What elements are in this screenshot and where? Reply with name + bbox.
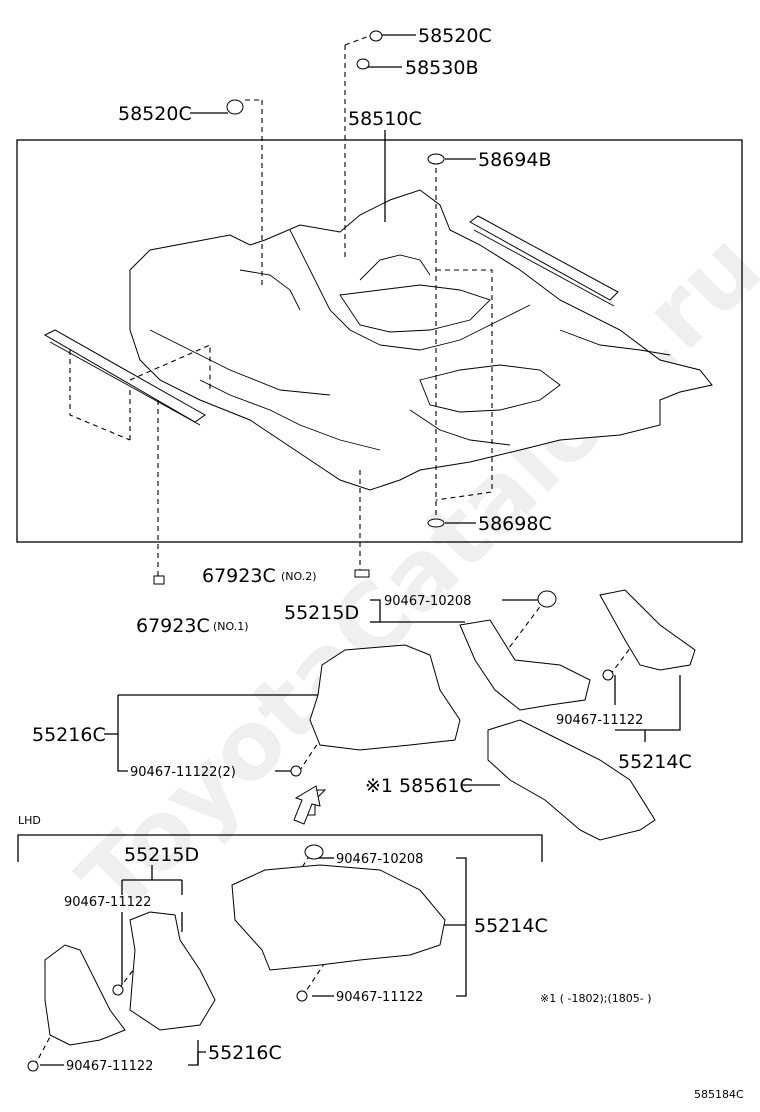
label-lhd: LHD — [18, 814, 41, 827]
label-lhd-90467-11122-c: 90467-11122 — [66, 1059, 153, 1074]
label-90467-11122-2: 90467-11122(2) — [130, 765, 236, 780]
label-67923c-no1: 67923C — [136, 615, 210, 637]
floor-carpet-drawing — [43, 189, 713, 491]
label-lhd-55215d: 55215D — [124, 844, 199, 866]
label-58520c-left: 58520C — [118, 103, 192, 125]
label-55215d: 55215D — [284, 602, 359, 624]
small-parts — [27, 30, 614, 1072]
label-lhd-90467-11122-b: 90467-11122 — [336, 990, 423, 1005]
part-labels: 58520C 58530B 58520C 58510C 58694B 58698… — [18, 25, 744, 1101]
ducts-drawing — [44, 589, 696, 1046]
label-lhd-55214c: 55214C — [474, 915, 548, 937]
label-67923c-no2: 67923C — [202, 565, 276, 587]
label-58694b: 58694B — [478, 149, 551, 171]
label-lhd-55216c: 55216C — [208, 1042, 282, 1064]
label-55216c: 55216C — [32, 724, 106, 746]
direction-arrow-icon — [293, 785, 321, 825]
carpet-frame — [16, 139, 743, 543]
leader-lines-solid — [17, 34, 681, 1066]
diagram-code: 585184C — [694, 1088, 744, 1101]
label-58510c: 58510C — [348, 108, 422, 130]
label-lhd-90467-10208: 90467-10208 — [336, 852, 423, 867]
label-58520c-top: 58520C — [418, 25, 492, 47]
label-58530b: 58530B — [405, 57, 478, 79]
footnote: ※1 ( -1802);(1805- ) — [540, 992, 652, 1005]
label-90467-11122-a: 90467-11122 — [556, 713, 643, 728]
label-58698c: 58698C — [478, 513, 552, 535]
label-90467-10208-a: 90467-10208 — [384, 594, 471, 609]
label-67923c-no1-note: (NO.1) — [213, 620, 249, 633]
label-67923c-no2-note: (NO.2) — [281, 570, 317, 583]
label-55214c: 55214C — [618, 751, 692, 773]
label-lhd-90467-11122-a: 90467-11122 — [64, 895, 151, 910]
label-58561c: ※1 58561C — [365, 775, 473, 797]
